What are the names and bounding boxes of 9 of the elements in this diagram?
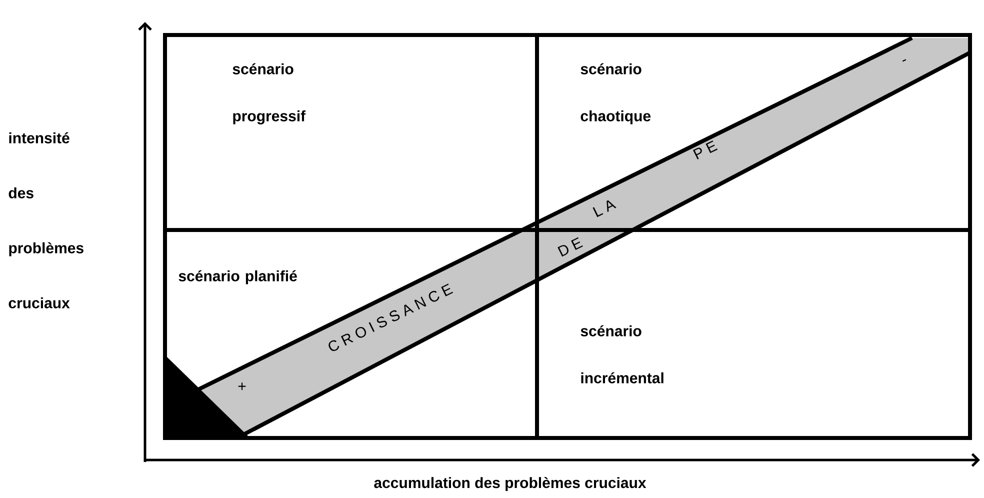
- band-text: P E: [692, 140, 718, 160]
- band-text: D E: [558, 237, 583, 257]
- band-text: +: [238, 382, 246, 390]
- band-text: L A: [592, 200, 616, 218]
- band-text: -: [902, 59, 906, 62]
- quadrant: scénario progressif: [163, 33, 539, 232]
- axis-label: accumulation des problèmes cruciaux: [374, 476, 646, 492]
- axis-label: intensité des problèmes cruciaux: [8, 132, 84, 308]
- band-text: C R O I S S A N C E: [328, 284, 454, 351]
